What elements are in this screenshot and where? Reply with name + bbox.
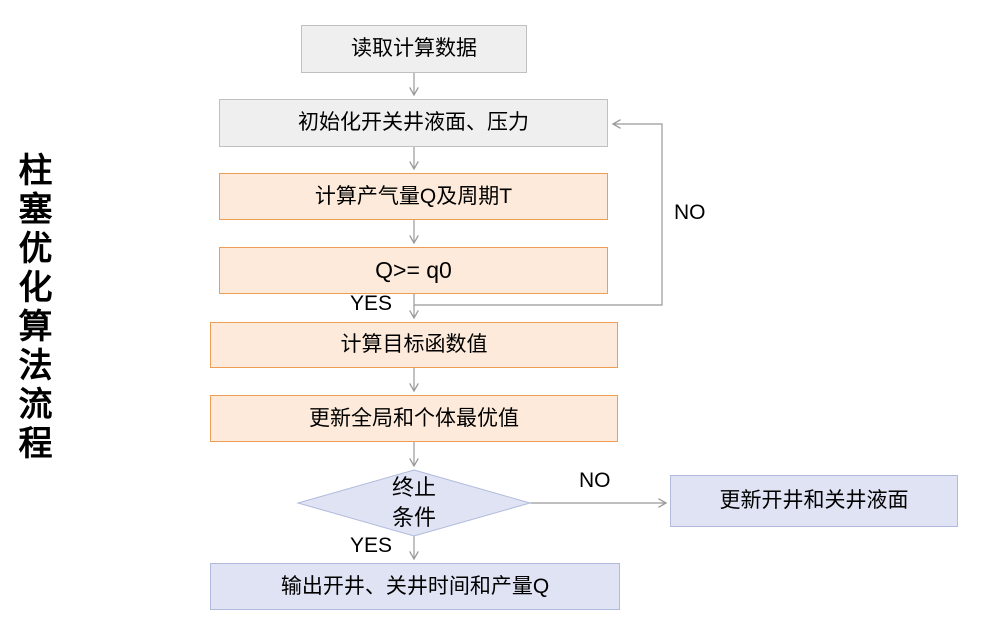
node-update-levels-label: 更新开井和关井液面 — [719, 489, 909, 513]
node-terminate-line2: 条件 — [391, 505, 436, 530]
label-no-branch: NO — [674, 201, 706, 224]
node-read-data: 读取计算数据 — [301, 25, 527, 73]
node-output: 输出开井、关井时间和产量Q — [210, 563, 620, 610]
label-yes-exit: YES — [350, 534, 393, 557]
loop-no-to-init — [414, 119, 663, 306]
node-q-check-label: Q>= q0 — [375, 256, 452, 283]
diagram-title: 柱塞优化算法流程 — [13, 152, 51, 464]
node-calc-gas-label: 计算产气量Q及周期T — [314, 184, 513, 208]
node-objective-label: 计算目标函数值 — [340, 333, 488, 357]
node-update-best-label: 更新全局和个体最优值 — [309, 406, 519, 430]
node-objective: 计算目标函数值 — [210, 322, 618, 368]
node-output-label: 输出开井、关井时间和产量Q — [280, 574, 550, 598]
node-q-check: Q>= q0 — [219, 247, 608, 294]
node-update-levels: 更新开井和关井液面 — [670, 475, 958, 527]
node-initialize: 初始化开关井液面、压力 — [219, 99, 608, 147]
label-yes-branch: YES — [350, 292, 393, 315]
node-calc-gas: 计算产气量Q及周期T — [219, 173, 608, 220]
node-terminate-condition: 终止 条件 — [298, 470, 530, 536]
node-terminate-line1: 终止 — [391, 475, 436, 500]
label-no-exit: NO — [579, 469, 611, 492]
node-read-data-label: 读取计算数据 — [351, 37, 477, 61]
decision-diamond-shape — [296, 469, 532, 537]
node-update-best: 更新全局和个体最优值 — [210, 395, 618, 442]
node-initialize-label: 初始化开关井液面、压力 — [298, 111, 529, 135]
